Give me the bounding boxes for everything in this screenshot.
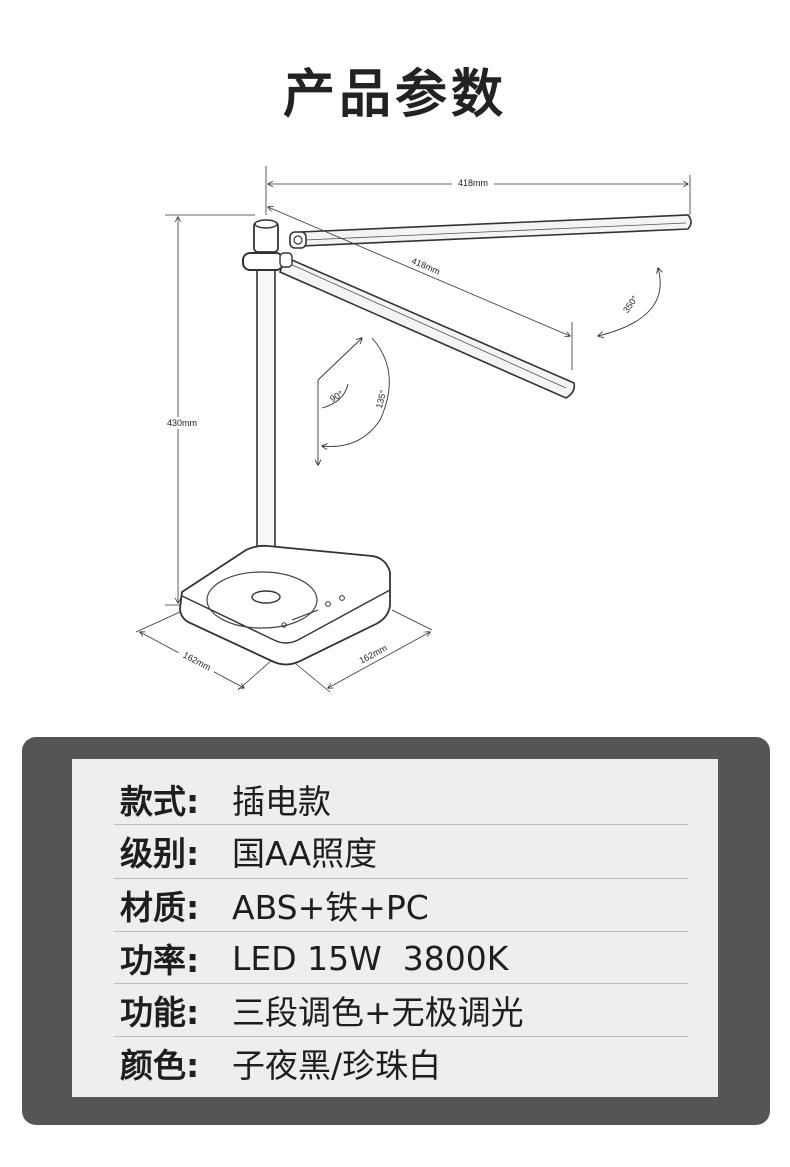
spec-label: 款式: [120, 782, 200, 821]
angle-rotation-label: 350° [621, 293, 640, 314]
spec-label: 功率: [120, 941, 200, 980]
lamp-arm-lower [279, 255, 576, 399]
spec-divider [114, 1036, 688, 1037]
spec-value: LED 15W 3800K [232, 938, 509, 978]
spec-label: 材质: [120, 888, 200, 927]
spec-panel: 款式: 插电款 级别: 国AA照度 材质: ABS+铁+PC 功率: LED 1… [22, 737, 770, 1125]
angle-135-label: 135° [374, 389, 389, 410]
dimension-height: 430mm [160, 214, 255, 606]
dimension-base-right-label: 162mm [357, 643, 388, 666]
spec-divider [114, 983, 688, 984]
spec-value: 三段调色+无极调光 [232, 993, 524, 1032]
spec-value: ABS+铁+PC [232, 888, 429, 927]
spec-row-grade: 级别: 国AA照度 [72, 825, 718, 877]
angle-90-label: 90° [328, 388, 345, 404]
dimension-arm-label: 418mm [410, 256, 442, 277]
spec-divider [114, 878, 688, 879]
dimension-height-label: 430mm [167, 418, 197, 428]
page-title: 产品参数 [282, 65, 507, 125]
spec-value: 子夜黑/珍珠白 [232, 1046, 442, 1085]
spec-row-material: 材质: ABS+铁+PC [72, 879, 718, 931]
spec-row-power: 功率: LED 15W 3800K [72, 932, 718, 984]
spec-label: 功能: [120, 993, 200, 1032]
spec-card: 款式: 插电款 级别: 国AA照度 材质: ABS+铁+PC 功率: LED 1… [72, 759, 718, 1097]
spec-label: 级别: [120, 834, 200, 873]
spec-row-style: 款式: 插电款 [72, 773, 718, 825]
angle-rotation: 350° [598, 268, 660, 336]
spec-value: 国AA照度 [232, 834, 378, 873]
spec-divider [114, 931, 688, 932]
spec-row-function: 功能: 三段调色+无极调光 [72, 984, 718, 1036]
lamp-arm-upper [299, 214, 692, 247]
lamp-base [179, 544, 391, 666]
spec-row-color: 颜色: 子夜黑/珍珠白 [72, 1037, 718, 1089]
dimension-width-label: 418mm [458, 178, 488, 188]
spec-divider [114, 824, 688, 825]
lamp-dimension-diagram: 418mm 430mm 418mm [135, 166, 692, 693]
lamp-joints [242, 219, 307, 271]
spec-value: 插电款 [232, 782, 331, 821]
spec-label: 颜色: [120, 1046, 200, 1085]
dimension-width-top: 418mm [265, 166, 691, 215]
angle-tilt: 90° 135° [318, 338, 390, 465]
dimension-base-left-label: 162mm [181, 650, 212, 673]
